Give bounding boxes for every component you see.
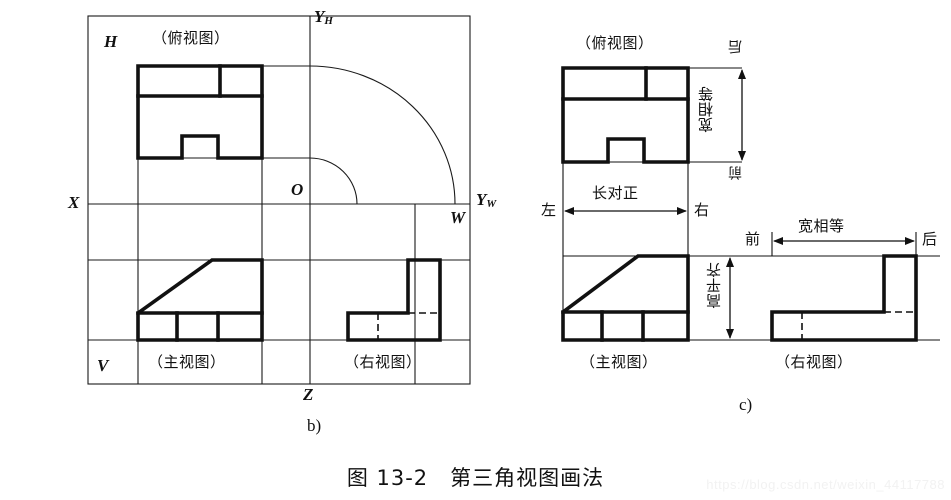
c-right-view-outline <box>770 254 918 342</box>
panel-b-front-view-label: （主视图） <box>148 353 226 371</box>
axis-label-yw-sub: W <box>486 198 497 210</box>
dim-label-width-equal-right: 宽相等 <box>798 217 845 235</box>
direction-label-back-top: 后 <box>728 40 744 54</box>
plane-label-w: W <box>450 208 466 227</box>
panel-c-front-view-label: （主视图） <box>580 353 658 371</box>
panel-c-tag: c) <box>739 395 753 414</box>
axis-label-yh-main: Y <box>314 7 325 26</box>
direction-label-right: 右 <box>694 201 710 219</box>
watermark-text: https://blog.csdn.net/weixin_44117788 <box>706 477 945 492</box>
panel-c-top-view-label: （俯视图） <box>576 34 654 52</box>
projection-box-frame <box>87 15 471 385</box>
axis-label-yh: YH <box>314 8 333 27</box>
axis-label-yh-sub: H <box>324 15 333 27</box>
direction-label-left: 左 <box>541 201 557 219</box>
c-front-view-outline <box>561 254 690 342</box>
direction-label-back-right: 后 <box>922 230 938 248</box>
arc-outer-rotation <box>309 65 456 205</box>
panel-b-tag: b) <box>307 416 322 435</box>
panel-c-three-views <box>561 66 940 342</box>
direction-label-front-top: 前 <box>728 166 744 180</box>
panel-b-top-view-label: （俯视图） <box>152 29 230 47</box>
dim-label-height-align: 高平齐 <box>705 262 723 309</box>
panel-c-right-view-label: （右视图） <box>775 353 853 371</box>
axis-label-z: Z <box>303 385 314 404</box>
dim-label-length-align: 长对正 <box>592 184 639 202</box>
figure-caption: 图 13-2 第三角视图画法 <box>346 466 605 490</box>
front-view-outline <box>136 258 264 342</box>
arc-inner-rotation <box>309 157 358 205</box>
panel-b-projection-box <box>87 15 471 385</box>
axis-label-yw: YW <box>476 191 496 210</box>
c-top-view-outline <box>561 66 690 164</box>
panel-b-right-view-label: （右视图） <box>344 353 422 371</box>
right-view-outline <box>346 258 442 342</box>
dim-label-width-equal-top: 宽相等 <box>697 86 715 133</box>
direction-label-front-right: 前 <box>745 230 761 248</box>
axis-label-yw-main: Y <box>476 190 487 209</box>
axis-label-origin: O <box>291 180 304 199</box>
top-view-outline <box>136 64 264 160</box>
axis-label-x: X <box>68 193 80 212</box>
plane-label-h: H <box>104 32 118 51</box>
plane-label-v: V <box>97 356 109 375</box>
